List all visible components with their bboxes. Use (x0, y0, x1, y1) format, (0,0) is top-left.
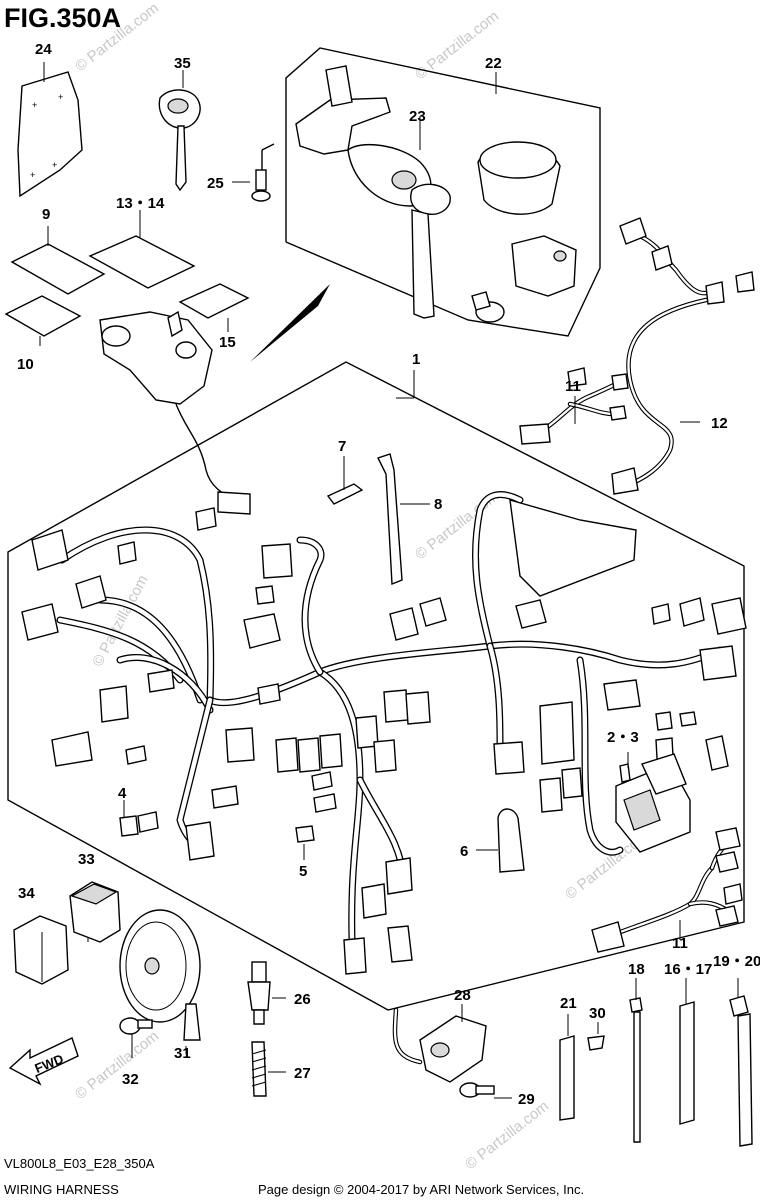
box-22-lock-set (285, 47, 601, 337)
callout-13-14: 13・14 (116, 195, 165, 212)
harness-connectors (21, 499, 747, 975)
figure-title: FIG.350A (4, 3, 121, 33)
fwd-arrow: FWD (8, 1037, 79, 1086)
copyright-notice: Page design © 2004-2017 by ARI Network S… (258, 1182, 584, 1197)
part-7-8-clamps (326, 453, 430, 586)
callout-18: 18 (628, 961, 645, 978)
main-harness-wires (56, 491, 724, 944)
svg-text:+: + (32, 100, 37, 110)
callout-11-lower: 11 (672, 935, 688, 952)
svg-text:+: + (30, 170, 35, 180)
part-11-sub-harness-upper (519, 367, 629, 445)
part-32-bolt (119, 1017, 153, 1058)
ignition-switch-small (99, 310, 251, 515)
part-35-key (158, 70, 201, 192)
callout-8: 8 (434, 496, 442, 513)
callout-32: 32 (122, 1071, 139, 1088)
part-24-plate: + + + + (17, 62, 83, 198)
callout-22: 22 (485, 55, 502, 72)
watermark-text: © Partzilla.com (72, 1028, 162, 1104)
figure-code: VL800L8_E03_E28_350A (4, 1156, 155, 1171)
svg-text:+: + (58, 92, 63, 102)
part-33-34-relays (13, 881, 121, 985)
callout-6: 6 (460, 843, 468, 860)
callout-labels: 1 2・3 4 5 6 7 8 9 10 11 11 12 13・14 15 1… (17, 41, 760, 1108)
callout-30: 30 (589, 1005, 606, 1022)
callout-26: 26 (294, 991, 311, 1008)
callout-25: 25 (207, 175, 224, 192)
part-29-bolt (459, 1082, 495, 1098)
callout-21: 21 (560, 995, 577, 1012)
callout-27: 27 (294, 1065, 311, 1082)
callout-24: 24 (35, 41, 52, 58)
part-25-bolt (251, 143, 275, 202)
indicator-arrow (250, 284, 330, 362)
callout-15: 15 (219, 334, 236, 351)
callout-33: 33 (78, 851, 95, 868)
leader-lines (87, 116, 700, 1099)
ties-and-clamps (559, 978, 753, 1147)
callout-31: 31 (174, 1045, 191, 1062)
callout-12: 12 (711, 415, 728, 432)
callout-1: 1 (412, 351, 420, 368)
callout-5: 5 (299, 863, 307, 880)
callout-34: 34 (18, 885, 35, 902)
callout-29: 29 (518, 1091, 535, 1108)
callout-19-20: 19・20 (713, 953, 760, 970)
watermark-text: © Partzilla.com (462, 1098, 552, 1174)
callout-7: 7 (338, 438, 346, 455)
callout-10: 10 (17, 356, 34, 373)
callout-35: 35 (174, 55, 191, 72)
callout-11-upper: 11 (565, 378, 581, 395)
callout-23: 23 (409, 108, 426, 125)
callout-9: 9 (42, 206, 50, 223)
callout-28: 28 (454, 987, 471, 1004)
callout-4: 4 (118, 785, 127, 802)
part-26-27-switch-spring (247, 961, 271, 1097)
part-12-sub-harness (611, 217, 755, 495)
part-11-sub-harness-lower (591, 827, 743, 953)
callout-16-17: 16・17 (664, 961, 712, 978)
part-28-sensor (392, 1004, 487, 1083)
box-1-main-harness (7, 361, 745, 1011)
figure-name: WIRING HARNESS (4, 1182, 119, 1197)
callout-2-3: 2・3 (607, 729, 639, 746)
part-31-horn (119, 909, 201, 1041)
svg-text:+: + (52, 160, 57, 170)
sheet-parts (4, 210, 250, 346)
